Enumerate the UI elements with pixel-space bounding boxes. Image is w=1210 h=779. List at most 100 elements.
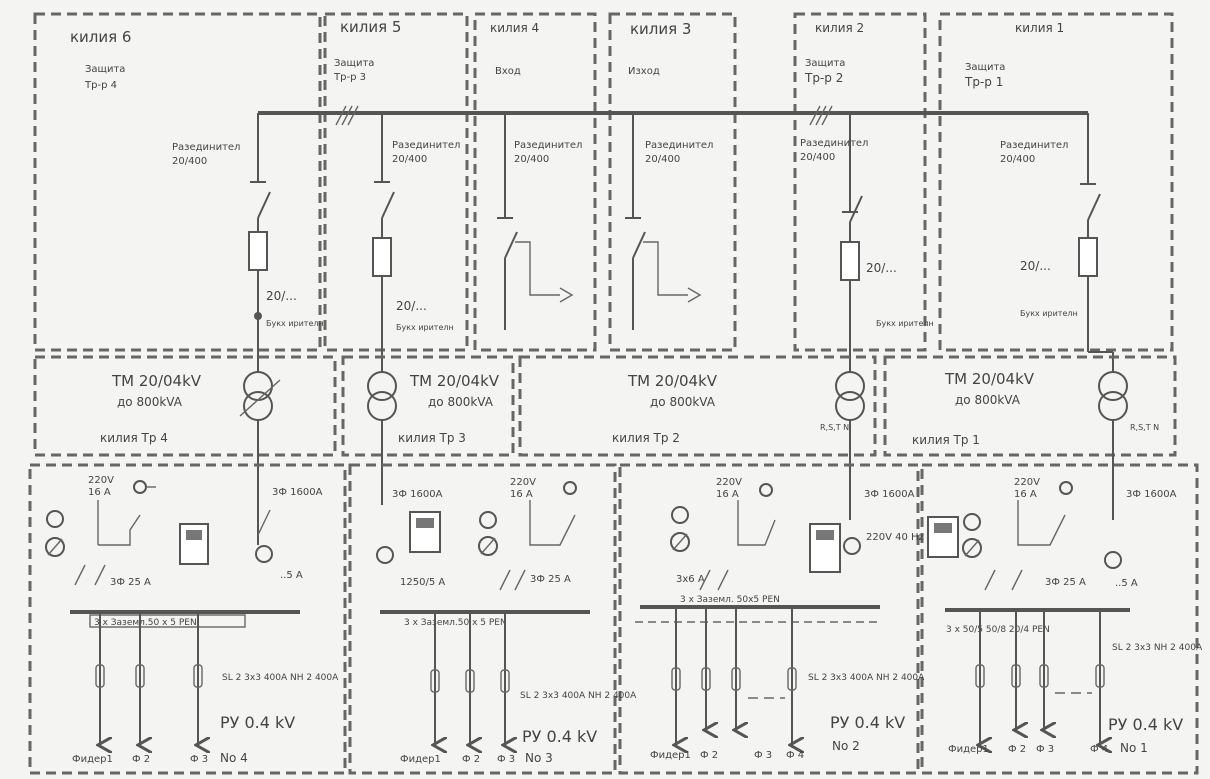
svg-text:16 A: 16 A — [510, 489, 533, 500]
svg-text:Ф 3: Ф 3 — [190, 754, 208, 765]
lv-panel-2-box — [618, 463, 920, 775]
cell-1-sub2: Тр-р 1 — [964, 75, 1003, 89]
meter-2 — [809, 523, 841, 573]
svg-text:16 A: 16 A — [1014, 489, 1037, 500]
svg-text:No 1: No 1 — [1120, 741, 1148, 755]
transformer-cell-2-box — [518, 355, 877, 457]
svg-text:3Ф 25 A: 3Ф 25 A — [530, 574, 571, 585]
lv-panel-2: 220V 16 A 3x6 A 3Ф 1600A 220V 40 Hz 3 x … — [635, 477, 925, 761]
svg-text:20/400: 20/400 — [1000, 154, 1035, 165]
svg-text:No 3: No 3 — [525, 751, 553, 765]
cell-1-title: килия 1 — [1015, 21, 1064, 35]
tr2-cell: килия Тр 2 — [612, 431, 680, 445]
tr1-line2: до 800kVA — [955, 393, 1021, 407]
cell-4-title: килия 4 — [490, 21, 539, 35]
transformer-cell-3-box — [341, 355, 515, 457]
transformer-cell-1-box — [883, 355, 1177, 457]
svg-text:220V: 220V — [716, 477, 742, 488]
tr4-cell: килия Тр 4 — [100, 431, 168, 445]
bus-slash-5 — [335, 105, 359, 126]
svg-text:Ф 4: Ф 4 — [1090, 744, 1108, 755]
cell-2-sub2: Тр-р 2 — [804, 71, 843, 85]
svg-text:Разединител: Разединител — [800, 138, 868, 149]
lv-panel-3-box — [348, 463, 617, 775]
lv-panel-1-box — [920, 463, 1199, 775]
svg-text:РУ 0.4 kV: РУ 0.4 kV — [830, 713, 905, 732]
svg-text:3Ф 25 A: 3Ф 25 A — [110, 577, 151, 588]
transformer-1 — [1098, 371, 1128, 520]
svg-text:220V: 220V — [88, 475, 114, 486]
svg-text:20/...: 20/... — [266, 289, 297, 303]
svg-text:16 A: 16 A — [716, 489, 739, 500]
tr3-line1: ТМ 20/04kV — [409, 372, 500, 390]
cell-2-box — [793, 12, 927, 352]
svg-text:Ф 2: Ф 2 — [1008, 744, 1026, 755]
svg-text:220V: 220V — [510, 477, 536, 488]
svg-text:20/400: 20/400 — [800, 152, 835, 163]
cell-5-sub1: Защита — [334, 58, 374, 69]
cell-5-sub2: Тр-р 3 — [333, 72, 366, 83]
svg-text:РУ 0.4 kV: РУ 0.4 kV — [1108, 715, 1183, 734]
svg-text:Ф 3: Ф 3 — [497, 754, 515, 765]
tr3-line2: до 800kVA — [428, 395, 494, 409]
svg-text:Разединител: Разединител — [645, 140, 713, 151]
lv-panel-4-box — [28, 463, 347, 775]
svg-text:Ф 4: Ф 4 — [786, 750, 804, 761]
svg-text:3Ф 1600A: 3Ф 1600A — [272, 487, 323, 498]
svg-text:Букх ирителн: Букх ирителн — [876, 319, 934, 328]
svg-text:Разединител: Разединител — [392, 140, 460, 151]
svg-text:3 x Заземл.50 x 5 PEN: 3 x Заземл.50 x 5 PEN — [94, 618, 197, 628]
feeder-cell-4: Разединител 20/400 — [497, 113, 582, 330]
svg-text:3 x 50/5 50/8 20/4 PEN: 3 x 50/5 50/8 20/4 PEN — [946, 625, 1050, 635]
svg-text:20/400: 20/400 — [514, 154, 549, 165]
feeder-cell-2: Разединител 20/400 20/... Букх ирителн — [800, 113, 934, 372]
tr1-cell: килия Тр 1 — [912, 433, 980, 447]
svg-text:3 x Заземл.50 x 5 PEN: 3 x Заземл.50 x 5 PEN — [404, 618, 507, 628]
svg-text:20/...: 20/... — [1020, 259, 1051, 273]
cell-5-title: килия 5 — [340, 18, 401, 36]
svg-text:3Ф 1600A: 3Ф 1600A — [1126, 489, 1177, 500]
svg-text:SL 2 3x3 400A NH 2 400A: SL 2 3x3 400A NH 2 400A — [808, 673, 925, 683]
fuse-cell-1 — [1078, 237, 1098, 277]
svg-text:20/...: 20/... — [866, 261, 897, 275]
svg-text:Ф 2: Ф 2 — [132, 754, 150, 765]
transformer-4 — [239, 371, 281, 545]
svg-text:1250/5 A: 1250/5 A — [400, 577, 445, 588]
svg-text:Фидер1: Фидер1 — [72, 754, 113, 765]
tr1-phase: R,S,T N — [1130, 423, 1159, 432]
svg-text:20/...: 20/... — [396, 299, 427, 313]
tr3-cell: килия Тр 3 — [398, 431, 466, 445]
svg-text:Разединител: Разединител — [514, 140, 582, 151]
cell-5-box — [323, 12, 469, 352]
svg-text:РУ 0.4 kV: РУ 0.4 kV — [220, 713, 295, 732]
svg-text:Букх ирителн: Букх ирителн — [1020, 309, 1078, 318]
meter-3 — [409, 511, 441, 553]
cell-6-box — [33, 12, 322, 352]
fuse-cell-2 — [840, 241, 860, 281]
cell-6-sub1: Защита — [85, 64, 125, 75]
svg-text:Букх ирителн: Букх ирителн — [396, 323, 454, 332]
cell-2-title: килия 2 — [815, 21, 864, 35]
bus-slash-2 — [809, 105, 833, 126]
svg-text:Разединител: Разединител — [172, 142, 240, 153]
cell-6-sub2: Тр-р 4 — [84, 80, 117, 91]
svg-text:Букх ирителн: Букх ирителн — [266, 319, 324, 328]
svg-text:16 A: 16 A — [88, 487, 111, 498]
feeder-cell-6: Разединител 20/400 20/... Букх ирителн — [172, 113, 324, 372]
tr2-line1: ТМ 20/04kV — [627, 372, 718, 390]
cell-4-box — [473, 12, 597, 352]
svg-text:SL 2 3x3 NH 2 400A: SL 2 3x3 NH 2 400A — [1112, 643, 1203, 653]
tr4-line2: до 800kVA — [117, 395, 183, 409]
svg-text:Ф 3: Ф 3 — [754, 750, 772, 761]
cell-1-box — [938, 12, 1174, 352]
cell-3-sub1: Изход — [628, 66, 660, 77]
transformer-2 — [835, 371, 865, 520]
cell-4-sub1: Вход — [495, 66, 521, 77]
cell-2-sub1: Защита — [805, 58, 845, 69]
cell-3-title: килия 3 — [630, 20, 691, 38]
svg-text:SL 2 3x3 400A NH 2 400A: SL 2 3x3 400A NH 2 400A — [222, 673, 339, 683]
svg-text:..5 A: ..5 A — [1115, 578, 1138, 589]
tr4-line1: ТМ 20/04kV — [111, 372, 202, 390]
lv-panel-3: 3Ф 1600A 220V 16 A 1250/5 A 3Ф 25 A 3 x … — [376, 477, 637, 765]
transformer-3 — [367, 371, 397, 505]
